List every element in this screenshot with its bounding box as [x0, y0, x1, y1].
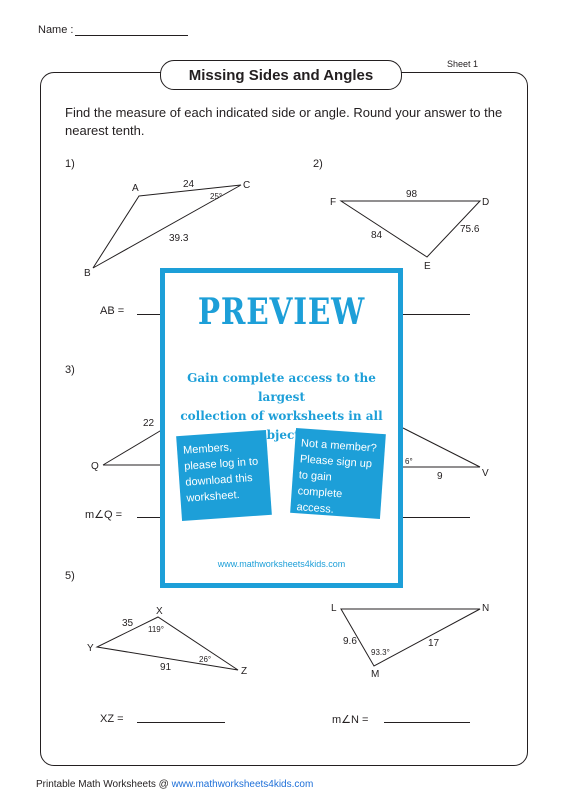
- problem-1-number: 1): [65, 158, 75, 170]
- t1-side-bc: 39.3: [169, 233, 189, 244]
- t2-vertex-e: E: [424, 261, 431, 272]
- triangle-5: X Y Z 35 91 119° 26°: [87, 606, 247, 677]
- t2-vertex-f: F: [330, 197, 336, 208]
- name-line[interactable]: [75, 35, 188, 36]
- footer: Printable Math Worksheets @ www.mathwork…: [36, 779, 313, 790]
- t1-vertex-b: B: [84, 268, 91, 279]
- problem-2-number: 2): [313, 158, 323, 170]
- footer-url-link[interactable]: www.mathworksheets4kids.com: [171, 779, 314, 790]
- t1-vertex-c: C: [243, 180, 250, 191]
- signup-button[interactable]: Not a member? Please sign up to gain com…: [290, 427, 386, 520]
- t2-vertex-d: D: [482, 197, 489, 208]
- answer-5-line[interactable]: [137, 722, 225, 723]
- footer-text: Printable Math Worksheets @: [36, 779, 172, 790]
- answer-4-line[interactable]: [400, 517, 470, 518]
- worksheet-title: Missing Sides and Angles: [160, 60, 402, 90]
- t3-vertex-q: Q: [91, 461, 99, 472]
- t5-angle-x: 119°: [148, 625, 164, 634]
- t4-angle: 6°: [405, 457, 413, 466]
- triangle-6: L N M 9.6 17 93.3°: [331, 603, 489, 680]
- preview-overlay: PREVIEW Gain complete access to the larg…: [160, 268, 403, 588]
- t5-vertex-x: X: [156, 606, 163, 617]
- t5-vertex-z: Z: [241, 666, 247, 677]
- answer-3-label: m∠Q =: [85, 509, 123, 521]
- t6-vertex-n: N: [482, 603, 489, 614]
- answer-3-line[interactable]: [137, 517, 165, 518]
- problem-5-number: 5): [65, 570, 75, 582]
- triangle-1: A C B 24 39.3 25°: [84, 179, 250, 279]
- t6-side-mn: 17: [428, 638, 440, 649]
- triangle-4: V 9 6°: [402, 427, 489, 482]
- t5-vertex-y: Y: [87, 643, 94, 654]
- t4-vertex-v: V: [482, 468, 489, 479]
- t5-angle-z: 26°: [199, 655, 211, 664]
- t1-angle-c: 25°: [210, 192, 222, 201]
- answer-5-label: XZ =: [100, 713, 124, 725]
- t6-vertex-l: L: [331, 603, 337, 614]
- answer-1-line[interactable]: [137, 314, 165, 315]
- t4-side: 9: [437, 471, 443, 482]
- t2-side-de: 75.6: [460, 224, 480, 235]
- t2-side-fe: 84: [371, 230, 383, 241]
- sheet-label: Sheet 1: [447, 59, 479, 69]
- name-label: Name :: [38, 24, 74, 36]
- preview-title: PREVIEW: [197, 291, 366, 333]
- t5-side-xy: 35: [122, 618, 134, 629]
- t6-angle-m: 93.3°: [371, 648, 390, 657]
- t6-side-lm: 9.6: [343, 636, 357, 647]
- answer-1-label: AB =: [100, 305, 125, 317]
- preview-subtitle-line-1: Gain complete access to the largest: [187, 371, 376, 404]
- answer-2-line[interactable]: [400, 314, 470, 315]
- instructions: Find the measure of each indicated side …: [65, 105, 503, 138]
- problem-3-number: 3): [65, 364, 75, 376]
- t2-side-fd: 98: [406, 189, 418, 200]
- t3-side: 22: [143, 418, 155, 429]
- triangle-2: F D E 98 84 75.6: [330, 189, 489, 272]
- members-login-button[interactable]: Members, please log in to download this …: [176, 429, 272, 522]
- preview-url-link[interactable]: www.mathworksheets4kids.com: [217, 559, 346, 569]
- t1-vertex-a: A: [132, 183, 139, 194]
- t6-vertex-m: M: [371, 669, 379, 680]
- t1-side-ab: 24: [183, 179, 195, 190]
- triangle-3: Q 22: [91, 418, 166, 472]
- answer-6-label: m∠N =: [332, 714, 369, 726]
- answer-6-line[interactable]: [384, 722, 470, 723]
- t5-side-yz: 91: [160, 662, 172, 673]
